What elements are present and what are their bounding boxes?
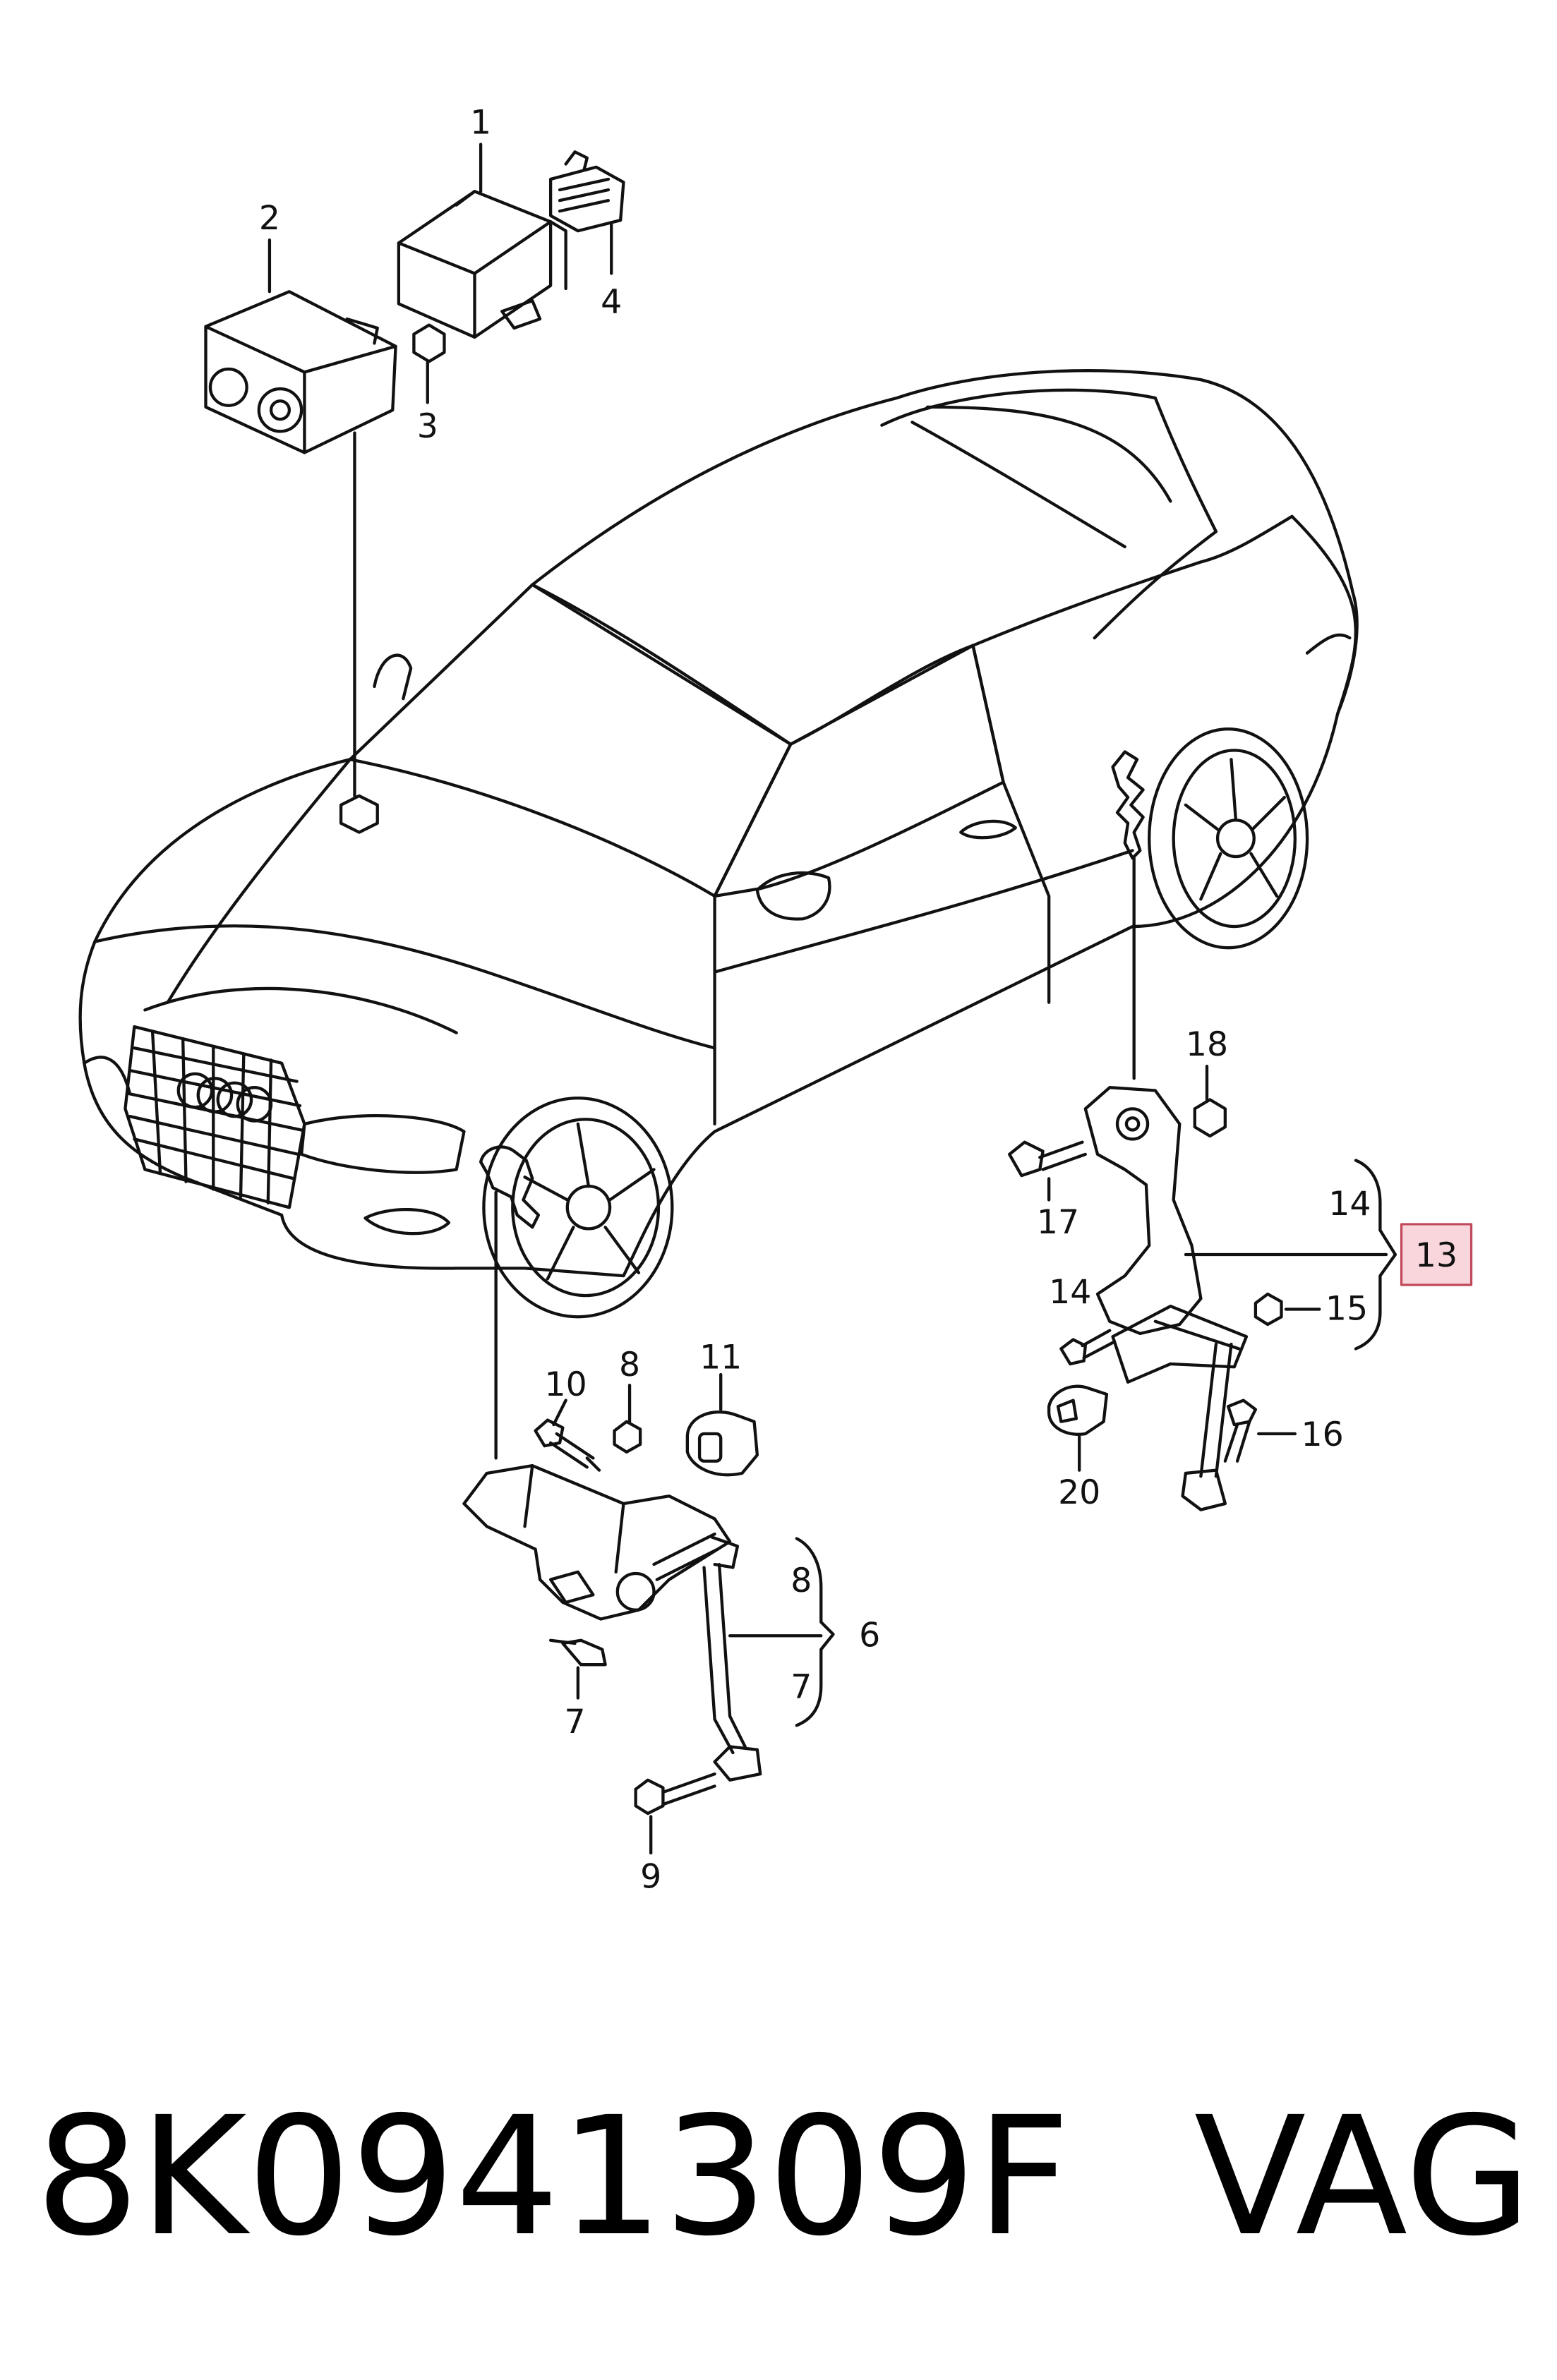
nut-18 [1193,1064,1227,1138]
callout-20: 20 [1058,1473,1100,1512]
connector-11 [685,1372,759,1477]
highlight-box-13 [1400,1223,1473,1286]
nut-3 [412,323,446,404]
control-module-1 [397,143,567,339]
front-level-sensor-6 [462,1464,823,1782]
nut-8 [613,1383,642,1454]
bolt-16 [1223,1399,1297,1463]
location-marker-hex [339,794,379,834]
brand-label: VAG [1194,2082,1532,2272]
car-illustration [78,369,1359,1319]
connector-20 [1047,1384,1109,1472]
bolt-7 [548,1638,607,1700]
bolt-14 [1059,1329,1114,1366]
bracket-13 [1354,1159,1397,1351]
rear-level-sensor-13 [1083,1086,1388,1511]
part-footer: 8K0941309F VAG [35,2071,1532,2283]
callout-7-lower: 7 [564,1703,585,1741]
callout-16: 16 [1301,1415,1343,1454]
callout-18: 18 [1186,1025,1228,1064]
callout-3: 3 [417,407,438,446]
callout-14-bracket: 14 [1328,1185,1371,1224]
callout-1: 1 [470,103,491,142]
callout-9: 9 [640,1858,661,1897]
bolt-10 [534,1399,601,1472]
rear-sensor-bracket [1111,750,1145,1080]
front-sensor-bracket [479,1145,541,1460]
bolt-17 [1008,1140,1087,1202]
callout-7-bracket: 7 [790,1668,812,1707]
callout-14-bolt: 14 [1049,1273,1091,1312]
callout-10: 10 [545,1365,587,1404]
control-unit-2 [204,238,397,454]
part-number: 8K0941309F [35,2082,1071,2272]
callout-8-upper: 8 [619,1346,640,1384]
nut-9 [634,1772,716,1855]
callout-8-bracket: 8 [790,1562,812,1600]
callout-11: 11 [699,1338,742,1377]
callout-4: 4 [601,282,622,321]
nut-15 [1254,1292,1321,1327]
callout-15: 15 [1325,1290,1368,1329]
callout-6: 6 [859,1616,880,1655]
callout-2: 2 [259,199,280,238]
bracket-6 [795,1537,835,1727]
callout-17: 17 [1037,1203,1079,1242]
connector-4 [548,150,625,275]
callout-13: 13 [1415,1236,1457,1275]
